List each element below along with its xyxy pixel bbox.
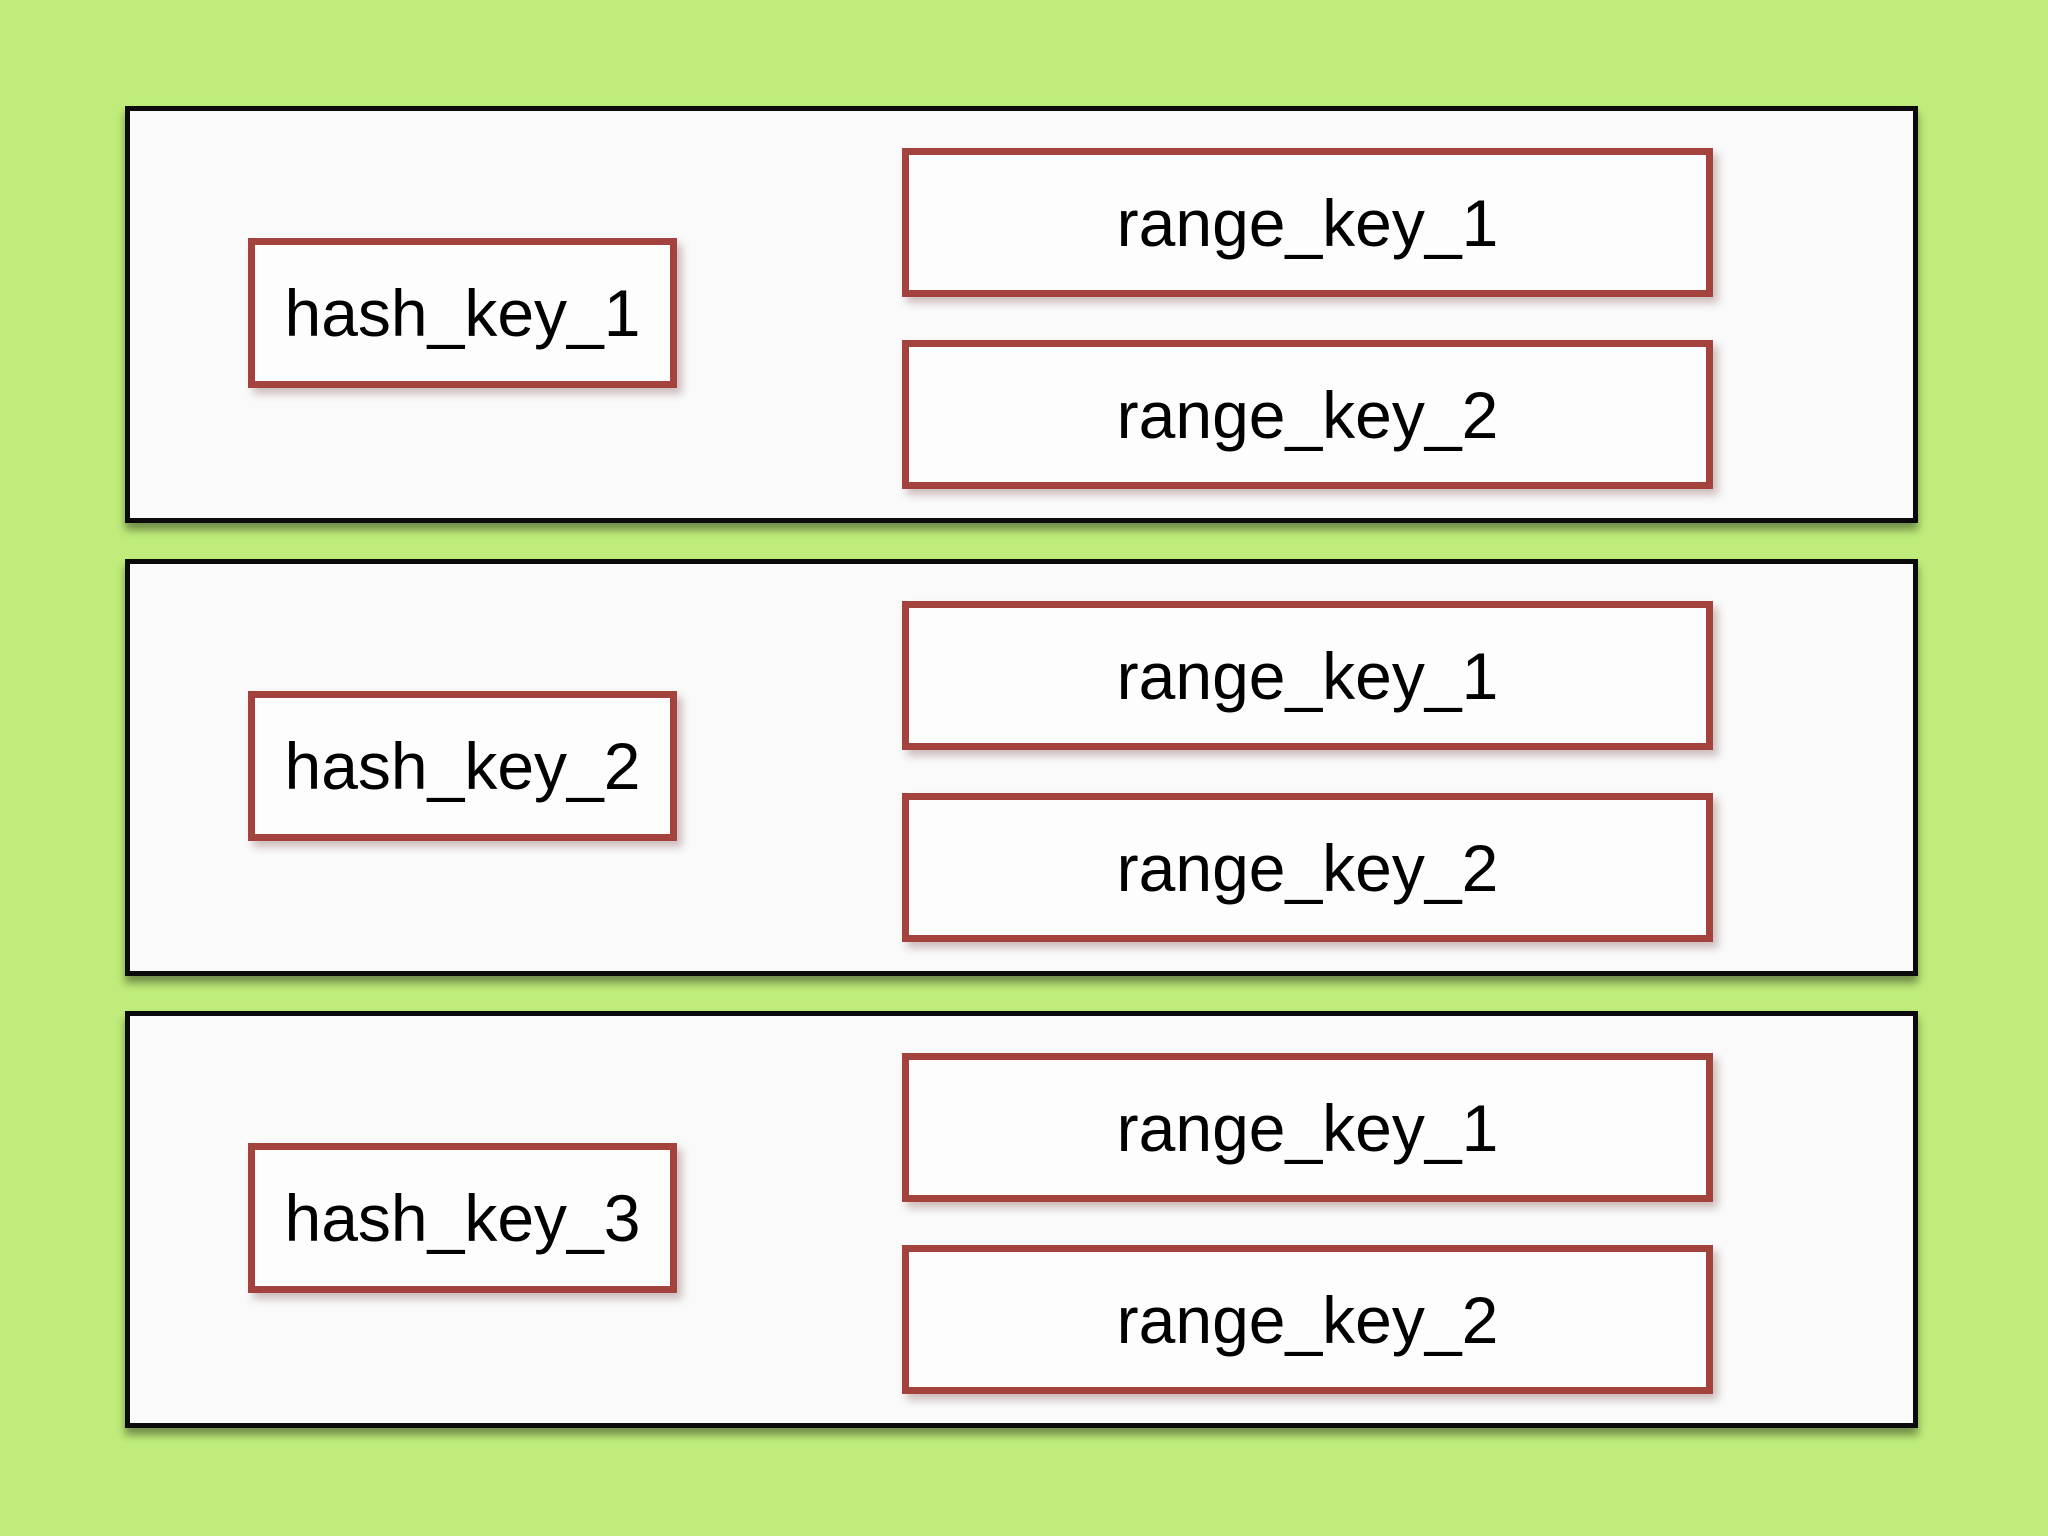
range-key-label: range_key_1 — [1116, 638, 1499, 713]
range-key-label: range_key_2 — [1116, 1282, 1499, 1357]
hash-key-label: hash_key_3 — [284, 1181, 641, 1255]
range-key-label: range_key_2 — [1116, 830, 1499, 905]
partition-block-1: hash_key_1 range_key_1 range_key_2 — [125, 106, 1918, 523]
range-key-box: range_key_2 — [902, 1245, 1713, 1394]
range-key-label: range_key_2 — [1116, 377, 1499, 452]
hash-key-label: hash_key_1 — [284, 276, 641, 350]
range-key-box: range_key_1 — [902, 601, 1713, 750]
range-key-box: range_key_2 — [902, 793, 1713, 942]
hash-key-box: hash_key_3 — [248, 1143, 677, 1293]
partition-block-3: hash_key_3 range_key_1 range_key_2 — [125, 1011, 1918, 1428]
range-key-label: range_key_1 — [1116, 185, 1499, 260]
hash-key-label: hash_key_2 — [284, 729, 641, 803]
range-key-box: range_key_1 — [902, 1053, 1713, 1202]
hash-key-box: hash_key_2 — [248, 691, 677, 841]
range-key-label: range_key_1 — [1116, 1090, 1499, 1165]
range-key-box: range_key_1 — [902, 148, 1713, 297]
hash-key-box: hash_key_1 — [248, 238, 677, 388]
range-key-box: range_key_2 — [902, 340, 1713, 489]
partition-block-2: hash_key_2 range_key_1 range_key_2 — [125, 559, 1918, 976]
